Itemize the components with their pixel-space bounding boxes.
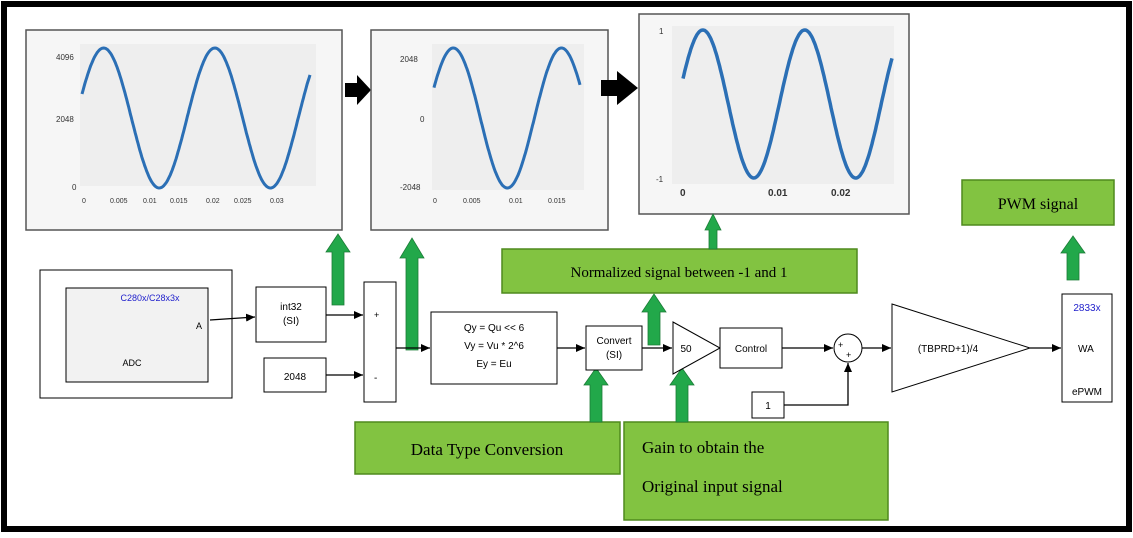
- callout-data-type: Data Type Conversion: [354, 421, 621, 475]
- sum-plus-sign: +: [374, 310, 379, 320]
- epwm-block-title: 2833x: [1073, 303, 1100, 314]
- scope-2-xtick: 0.015: [548, 198, 566, 205]
- scope-1-ytick-mid: 2048: [56, 115, 74, 124]
- epwm-block-port: WA: [1078, 344, 1094, 355]
- fixpt-line2: Vy = Vu * 2^6: [464, 341, 524, 352]
- callout-pwm-signal: PWM signal: [961, 179, 1115, 226]
- scope-2-ytick-top: 2048: [400, 55, 418, 64]
- scope-1-xtick: 0.03: [270, 198, 284, 205]
- scope-2-xtick: 0: [433, 198, 437, 205]
- constant-2048-value: 2048: [284, 372, 307, 383]
- convert-block-line1: Convert: [596, 336, 631, 347]
- scope-1-xtick: 0.025: [234, 198, 252, 205]
- int32-block-line2: (SI): [283, 316, 299, 327]
- adc-block-title: C280x/C28x3x: [120, 293, 180, 303]
- int32-convert-block[interactable]: int32 (SI): [255, 286, 327, 343]
- flow-arrow-1: [345, 75, 371, 105]
- control-block-label: Control: [735, 344, 767, 355]
- tbprd-gain-block[interactable]: (TBPRD+1)/4: [891, 303, 1032, 393]
- wire-adc-int32: [209, 313, 256, 322]
- scope-3-ytick-top: 1: [659, 27, 664, 36]
- scope-3-plot-area: [672, 26, 894, 184]
- adc-block-port: A: [196, 321, 202, 331]
- scope-1-xtick: 0.02: [206, 198, 220, 205]
- callout-gain-line1: Gain to obtain the: [642, 438, 764, 457]
- green-arrow-scope3: [704, 213, 722, 250]
- gain-50-block[interactable]: 50: [672, 321, 722, 375]
- scope-3-xtick: 0.02: [831, 188, 851, 199]
- scope-3-xtick: 0.01: [768, 188, 788, 199]
- callout-normalized-text: Normalized signal between -1 and 1: [570, 265, 787, 281]
- sum2-plus-left: +: [838, 340, 843, 350]
- scope-3-ytick-bot: -1: [656, 175, 664, 184]
- scope-2: 2048 0 -2048 0 0.005 0.01 0.015: [370, 29, 609, 231]
- scope-3-xtick: 0: [680, 188, 686, 199]
- constant-1-value: 1: [765, 401, 771, 412]
- constant-1-block[interactable]: 1: [751, 391, 785, 419]
- epwm-block-label: ePWM: [1072, 387, 1102, 398]
- fixpt-line3: Ey = Eu: [476, 359, 511, 370]
- fixed-point-shift-block[interactable]: Qy = Qu << 6 Vy = Vu * 2^6 Ey = Eu: [430, 311, 558, 385]
- epwm-block[interactable]: 2833x WA ePWM: [1061, 293, 1113, 403]
- signal-wires: [209, 311, 1061, 406]
- sum2-plus-bottom: +: [846, 350, 851, 360]
- scope-2-ytick-mid: 0: [420, 115, 425, 124]
- sum-minus-sign: -: [374, 373, 377, 384]
- scope-1-plot-area: [80, 44, 316, 186]
- green-arrow-gain: [669, 367, 695, 423]
- scope-2-xtick: 0.005: [463, 198, 481, 205]
- scope-2-waveform: [432, 46, 582, 190]
- green-arrow-scope1: [325, 233, 351, 306]
- scope-1-xtick: 0: [82, 198, 86, 205]
- scope-2-plot-area: [432, 44, 584, 190]
- sum-circle-block[interactable]: + +: [833, 333, 863, 363]
- green-arrow-normalized: [641, 293, 667, 346]
- fixpt-line1: Qy = Qu << 6: [464, 323, 525, 334]
- scope-2-ytick-bot: -2048: [400, 183, 421, 192]
- int32-block-line1: int32: [280, 302, 302, 313]
- callout-gain: Gain to obtain the Original input signal: [623, 421, 889, 521]
- green-arrow-scope2: [399, 237, 425, 351]
- tbprd-gain-label: (TBPRD+1)/4: [918, 344, 979, 355]
- adc-block-label: ADC: [122, 358, 142, 368]
- sum-block[interactable]: + -: [363, 281, 397, 403]
- scope-3-waveform: [681, 28, 894, 180]
- callout-pwm-signal-text: PWM signal: [998, 196, 1079, 213]
- control-block[interactable]: Control: [719, 327, 783, 369]
- scope-1-ytick-bot: 0: [72, 183, 77, 192]
- scope-1-xtick: 0.01: [143, 198, 157, 205]
- green-arrow-convert: [583, 367, 609, 423]
- green-arrow-pwm: [1060, 235, 1086, 281]
- convert-block[interactable]: Convert (SI): [585, 325, 643, 371]
- scope-3: 1 -1 0 0.01 0.02: [638, 13, 910, 215]
- adc-block[interactable]: C280x/C28x3x A ADC: [39, 269, 233, 399]
- scope-1-xtick: 0.005: [110, 198, 128, 205]
- convert-block-line2: (SI): [606, 350, 622, 361]
- scope-2-xtick: 0.01: [509, 198, 523, 205]
- scope-1-xtick: 0.015: [170, 198, 188, 205]
- scope-1-ytick-top: 4096: [56, 53, 74, 62]
- wire-const1-sum2: [784, 363, 852, 406]
- constant-2048-block[interactable]: 2048: [263, 357, 327, 393]
- callout-gain-line2: Original input signal: [642, 477, 783, 496]
- scope-1-xticks: 0 0.005 0.01 0.015 0.02 0.025 0.03: [82, 198, 284, 205]
- gain-50-value: 50: [680, 344, 692, 355]
- flow-arrow-2: [601, 71, 638, 105]
- callout-data-type-text: Data Type Conversion: [411, 440, 564, 459]
- scope-1: 4096 2048 0 0 0.005 0.01 0.015 0.02 0.02…: [25, 29, 343, 231]
- callout-normalized: Normalized signal between -1 and 1: [501, 248, 858, 294]
- scope-1-waveform: [80, 46, 312, 190]
